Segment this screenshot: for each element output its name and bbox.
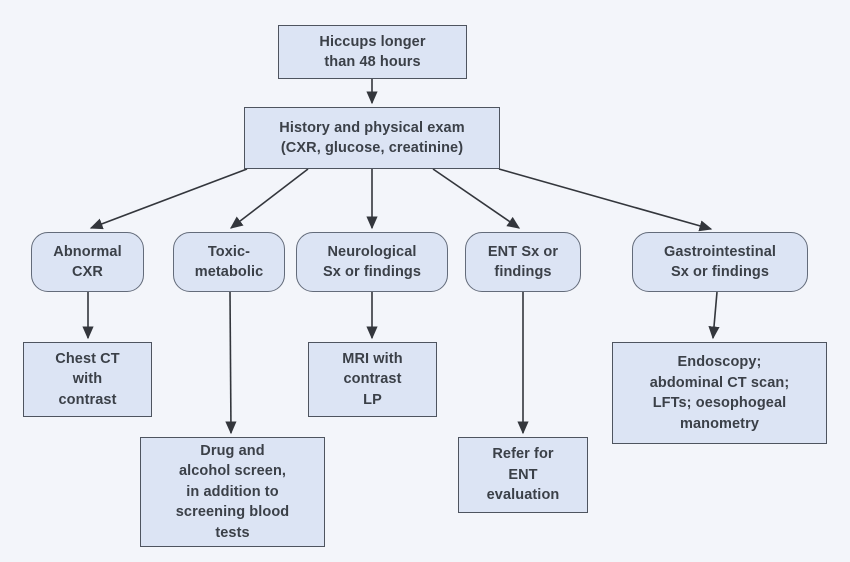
- edge-gastrointestinal-to-endoscopy: [708, 291, 720, 340]
- node-drug-alcohol-screen: Drug and alcohol screen, in addition to …: [140, 437, 325, 547]
- node-refer-ent-label: Refer for ENT evaluation: [486, 446, 560, 504]
- node-abnormal-cxr: Abnormal CXR: [31, 232, 144, 292]
- node-gastrointestinal-label: Gastrointestinal Sx or findings: [664, 243, 776, 281]
- node-endoscopy: Endoscopy; abdominal CT scan; LFTs; oeso…: [612, 342, 827, 444]
- node-toxic-metabolic: Toxic- metabolic: [173, 232, 285, 292]
- node-toxic-metabolic-label: Toxic- metabolic: [194, 243, 264, 281]
- node-ent-sx: ENT Sx or findings: [465, 232, 581, 292]
- node-history-physical-exam: History and physical exam (CXR, glucose,…: [244, 107, 500, 169]
- edge-history-to-toxic-metabolic: [229, 168, 309, 229]
- node-history-physical-exam-label: History and physical exam (CXR, glucose,…: [279, 119, 465, 157]
- edge-toxic-metabolic-to-drug-alcohol: [225, 291, 237, 435]
- edge-history-to-abnormal-cxr: [89, 168, 248, 230]
- node-refer-ent: Refer for ENT evaluation: [458, 437, 588, 513]
- node-ent-sx-label: ENT Sx or findings: [487, 243, 559, 281]
- node-mri: MRI with contrast LP: [308, 342, 437, 417]
- node-neurological-label: Neurological Sx or findings: [322, 243, 422, 281]
- node-abnormal-cxr-label: Abnormal CXR: [53, 243, 122, 281]
- node-endoscopy-label: Endoscopy; abdominal CT scan; LFTs; oeso…: [649, 354, 790, 432]
- node-gastrointestinal: Gastrointestinal Sx or findings: [632, 232, 808, 292]
- edge-history-to-gastrointestinal: [498, 168, 713, 232]
- node-chest-ct: Chest CT with contrast: [23, 342, 152, 417]
- edge-history-to-ent: [432, 168, 521, 229]
- node-hiccups-label: Hiccups longer than 48 hours: [319, 33, 426, 71]
- node-drug-alcohol-screen-label: Drug and alcohol screen, in addition to …: [175, 442, 290, 541]
- node-hiccups: Hiccups longer than 48 hours: [278, 25, 467, 79]
- node-chest-ct-label: Chest CT with contrast: [55, 350, 120, 408]
- node-neurological: Neurological Sx or findings: [296, 232, 448, 292]
- node-mri-label: MRI with contrast LP: [342, 350, 403, 408]
